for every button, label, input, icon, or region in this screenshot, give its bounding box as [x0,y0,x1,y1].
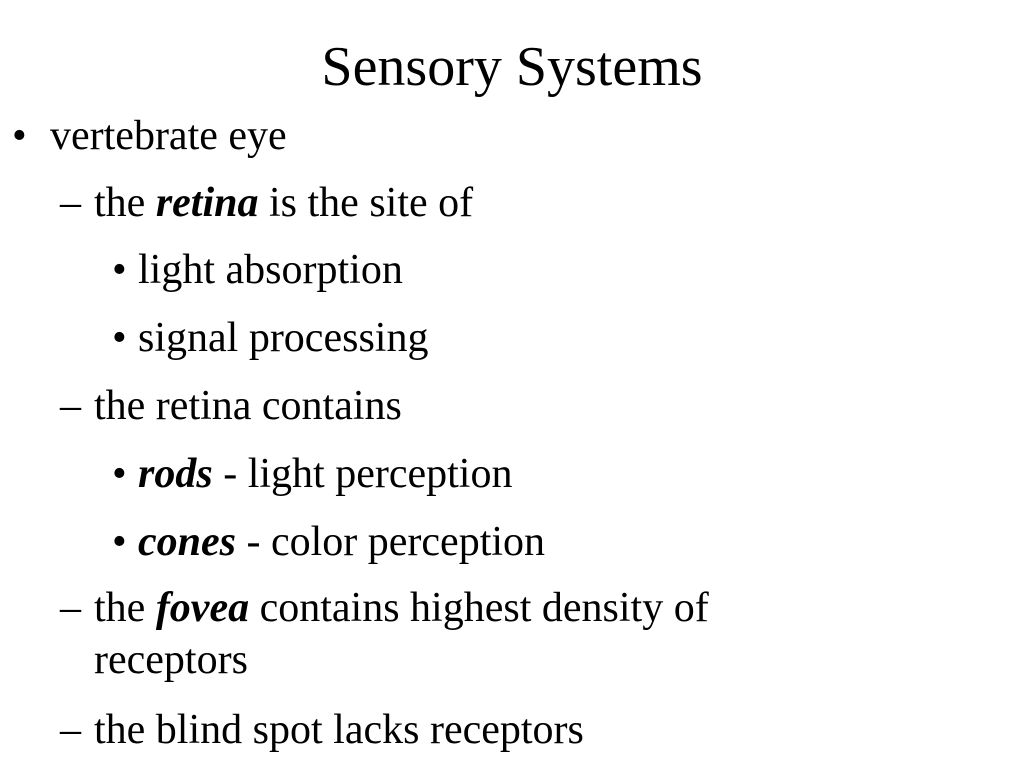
bullet-signal-processing: signal processing [138,315,429,361]
text-pre: the [94,585,156,631]
text-post: is the site of [258,180,474,226]
bullet-retina-site: the retina is the site of [94,181,473,225]
dash-marker: – [60,383,81,429]
bullet-marker: • [112,519,127,565]
bullet-marker: • [112,247,127,293]
bullet-vertebrate-eye: vertebrate eye [50,113,287,159]
text-post: contains highest density of [249,585,709,631]
bullet-fovea: the fovea contains highest density of [94,586,709,630]
term-cones: cones [138,519,236,565]
bullet-marker: • [112,451,127,497]
bullet-cones: cones - color perception [138,520,545,564]
bullet-marker: • [112,315,127,361]
bullet-rods: rods - light perception [138,452,512,496]
text-pre: the [94,180,156,226]
bullet-marker: • [12,113,27,159]
text-post: - light perception [212,451,513,497]
dash-marker: – [60,707,81,753]
term-retina: retina [155,180,259,226]
term-rods: rods [138,451,213,497]
bullet-retina-contains: the retina contains [94,383,402,429]
bullet-light-absorption: light absorption [138,247,403,293]
term-fovea: fovea [155,585,250,631]
bullet-blind-spot: the blind spot lacks receptors [94,707,584,753]
bullet-fovea-continuation: receptors [94,637,248,683]
dash-marker: – [60,585,81,631]
text-post: - color perception [236,519,546,565]
slide-title: Sensory Systems [321,36,703,98]
dash-marker: – [60,180,81,226]
